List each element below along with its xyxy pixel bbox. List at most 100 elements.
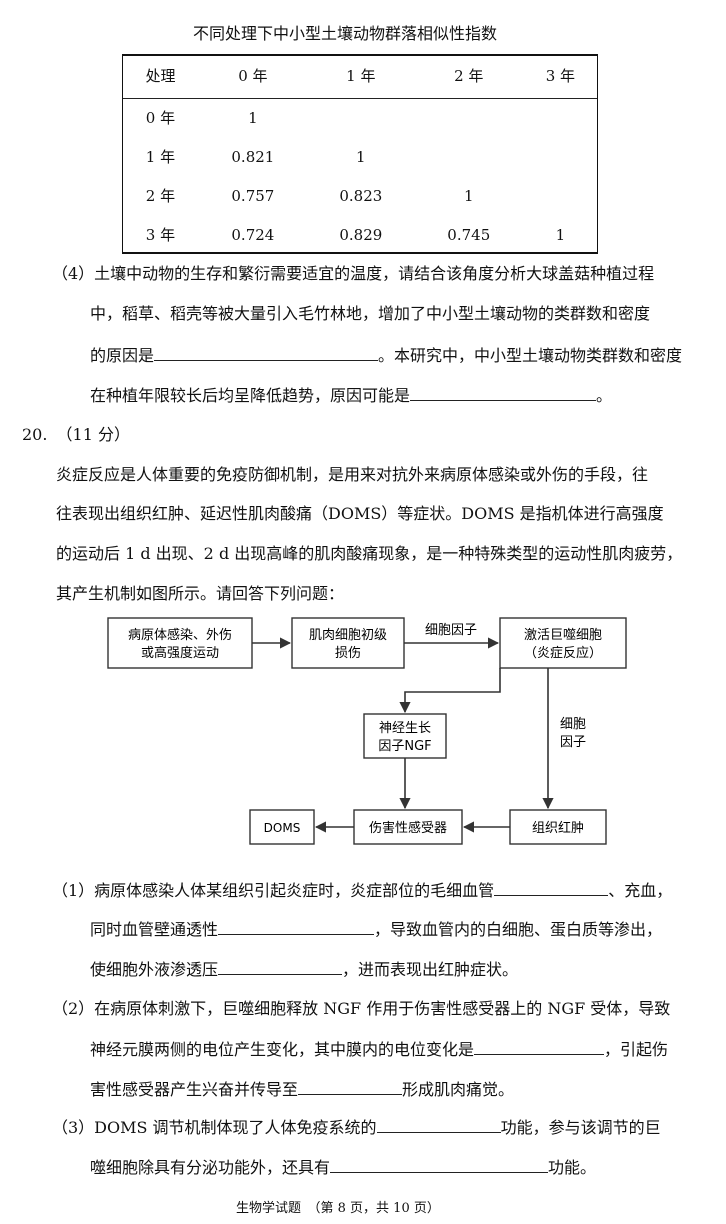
box-muscle-label-1: 肌肉细胞初级: [309, 628, 387, 643]
table-cell: 0 年: [145, 109, 176, 128]
table-cell: [307, 98, 415, 137]
table-cell: [415, 98, 523, 137]
answer-blank-1-3[interactable]: [218, 958, 343, 975]
header-year-0: 0 年: [198, 54, 307, 99]
sub2-line-2-tail: ，引起伤: [604, 1040, 669, 1059]
answer-blank-2-2[interactable]: [298, 1078, 403, 1095]
header-year-3: 3 年: [522, 54, 598, 99]
answer-blank-1-1[interactable]: [494, 879, 609, 896]
header-treatment: 处理: [122, 54, 199, 99]
table-cell: 0.757: [231, 186, 275, 205]
sub1-line-2: 同时血管壁通透性 ，导致血管内的白细胞、蛋白质等渗出，: [90, 918, 662, 940]
sub2-line-3-text: 害性感受器产生兴奋并传导至: [90, 1080, 299, 1099]
sub1-line-1-text: （1）病原体感染人体某组织引起炎症时，炎症部位的毛细血管: [52, 881, 495, 900]
table-cell: 1: [555, 225, 566, 244]
sub2-line-2: 神经元膜两侧的电位产生变化，其中膜内的电位变化是 ，引起伤: [90, 1038, 668, 1060]
table-cell: 0.724: [231, 225, 275, 244]
q4-line-3-tail: 。本研究中，中小型土壤动物类群数和密度: [378, 346, 683, 365]
sub1-line-3-tail: ，进而表现出红肿症状。: [342, 960, 519, 979]
box-muscle-label-2: 损伤: [335, 646, 361, 661]
box-macrophage: [499, 617, 627, 669]
sub2-line-2-text: 神经元膜两侧的电位产生变化，其中膜内的电位变化是: [90, 1040, 475, 1059]
edge-label-cytokine-top: 细胞因子: [425, 623, 477, 638]
table-cell: 1: [356, 147, 366, 166]
box-doms-label: DOMS: [264, 821, 301, 835]
sub1-line-2-tail: ，导致血管内的白细胞、蛋白质等渗出，: [374, 920, 663, 939]
question-points: （11 分）: [56, 425, 130, 444]
box-pathogen-label-1: 病原体感染、外伤: [128, 627, 232, 643]
q4-line-4: 在种植年限较长后均呈降低趋势，原因可能是 。: [90, 384, 612, 406]
box-swelling: [509, 809, 607, 845]
table-row: 1 年 0.821 1: [122, 137, 598, 176]
page-footer: 生物学试题 （第 8 页，共 10 页）: [236, 1201, 440, 1216]
table-cell: 0.745: [447, 225, 491, 244]
edge-label-cytokine-right-2: 因子: [560, 735, 586, 750]
box-pathogen: [107, 617, 253, 669]
table-cell: [523, 137, 598, 176]
header-year-1: 1 年: [306, 54, 415, 99]
table-cell: 3 年: [145, 226, 176, 244]
q4-line-3: 的原因是 。本研究中，中小型土壤动物类群数和密度: [90, 344, 682, 366]
table-cell: [523, 176, 598, 215]
table-cell: 0.829: [339, 225, 383, 244]
table-cell: 0.821: [231, 147, 275, 166]
answer-blank-q4-2[interactable]: [410, 384, 597, 401]
table-cell: 1 年: [145, 148, 176, 166]
box-macrophage-label-1: 激活巨噬细胞: [524, 628, 602, 643]
sub3-line-2-text: 噬细胞除具有分泌功能外，还具有: [90, 1158, 331, 1177]
table-header-row: 处理 0 年 1 年 2 年 3 年: [122, 54, 598, 99]
q20-para-line-2: 往表现出组织红肿、延迟性肌肉酸痛（DOMS）等症状。DOMS 是指机体进行高强度: [56, 504, 664, 523]
box-swelling-label: 组织红肿: [532, 820, 584, 836]
edge-label-cytokine-right-1: 细胞: [560, 717, 586, 732]
table-cell: 2 年: [145, 187, 176, 205]
table-cell: [523, 98, 598, 137]
similarity-table: 处理 0 年 1 年 2 年 3 年 0 年 1 1 年 0.821 1 2 年…: [122, 54, 598, 254]
box-nociceptor: [353, 809, 463, 845]
sub2-line-3-tail: 形成肌肉痛觉。: [402, 1080, 515, 1099]
sub1-line-3-text: 使细胞外液渗透压: [90, 960, 219, 979]
sub1-line-1: （1）病原体感染人体某组织引起炎症时，炎症部位的毛细血管 、充血，: [52, 879, 672, 901]
table-row: 2 年 0.757 0.823 1: [122, 176, 598, 215]
answer-blank-3-2[interactable]: [330, 1156, 549, 1173]
box-ngf-label-1: 神经生长: [379, 721, 431, 736]
q20-para-line-4: 其产生机制如图所示。请回答下列问题：: [56, 584, 345, 603]
table-cell: [415, 137, 523, 176]
question-number: 20.: [22, 425, 48, 444]
sub3-line-1-tail: 功能，参与该调节的巨: [500, 1118, 661, 1137]
answer-blank-q4-1[interactable]: [154, 344, 379, 361]
q20-para-line-1: 炎症反应是人体重要的免疫防御机制，是用来对抗外来病原体感染或外伤的手段，往: [56, 465, 649, 484]
q4-line-2: 中，稻草、稻壳等被大量引入毛竹林地，增加了中小型土壤动物的类群数和密度: [90, 304, 651, 323]
header-year-2: 2 年: [414, 54, 523, 99]
sub3-line-2: 噬细胞除具有分泌功能外，还具有 功能。: [90, 1156, 596, 1178]
answer-blank-3-1[interactable]: [376, 1116, 501, 1133]
q20-header: 20. （11 分）: [22, 425, 130, 445]
q4-line-4-text: 在种植年限较长后均呈降低趋势，原因可能是: [90, 386, 411, 405]
q4-line-3-text: 的原因是: [90, 346, 155, 365]
sub3-line-2-tail: 功能。: [548, 1158, 597, 1177]
arrow-macrophage-to-ngf: [399, 668, 501, 714]
table-cell: 1: [464, 186, 474, 205]
doms-mechanism-diagram: 病原体感染、外伤 或高强度运动 肌肉细胞初级 损伤 激活巨噬细胞 （炎症反应） …: [107, 617, 627, 845]
table-caption: 不同处理下中小型土壤动物群落相似性指数: [193, 24, 498, 43]
sub2-line-1: （2）在病原体刺激下，巨噬细胞释放 NGF 作用于伤害性感受器上的 NGF 受体…: [52, 999, 671, 1018]
table-row: 0 年 1: [122, 98, 598, 137]
sub3-line-1-text: （3）DOMS 调节机制体现了人体免疫系统的: [52, 1118, 377, 1137]
table-row: 3 年 0.724 0.829 0.745 1: [122, 215, 598, 254]
box-macrophage-label-2: （炎症反应）: [524, 645, 602, 661]
sub3-line-1: （3）DOMS 调节机制体现了人体免疫系统的 功能，参与该调节的巨: [52, 1116, 661, 1138]
answer-blank-2-1[interactable]: [474, 1038, 605, 1055]
table-cell: 0.823: [339, 186, 383, 205]
box-ngf-label-2: 因子NGF: [378, 739, 431, 754]
box-pathogen-label-2: 或高强度运动: [141, 645, 219, 661]
box-doms: [249, 809, 315, 845]
q20-para-line-3: 的运动后 1 d 出现、2 d 出现高峰的肌肉酸痛现象，是一种特殊类型的运动性肌…: [56, 544, 683, 563]
sub2-line-3: 害性感受器产生兴奋并传导至 形成肌肉痛觉。: [90, 1078, 514, 1100]
sub1-line-2-text: 同时血管壁通透性: [90, 920, 219, 939]
answer-blank-1-2[interactable]: [218, 918, 375, 935]
box-muscle-injury: [291, 617, 405, 669]
q4-line-4-tail: 。: [596, 386, 613, 405]
box-nociceptor-label: 伤害性感受器: [369, 820, 447, 836]
sub1-line-1-tail: 、充血，: [608, 881, 673, 900]
q4-line-1: （4）土壤中动物的生存和繁衍需要适宜的温度，请结合该角度分析大球盖菇种植过程: [52, 264, 655, 283]
table-cell: 1: [248, 108, 258, 127]
